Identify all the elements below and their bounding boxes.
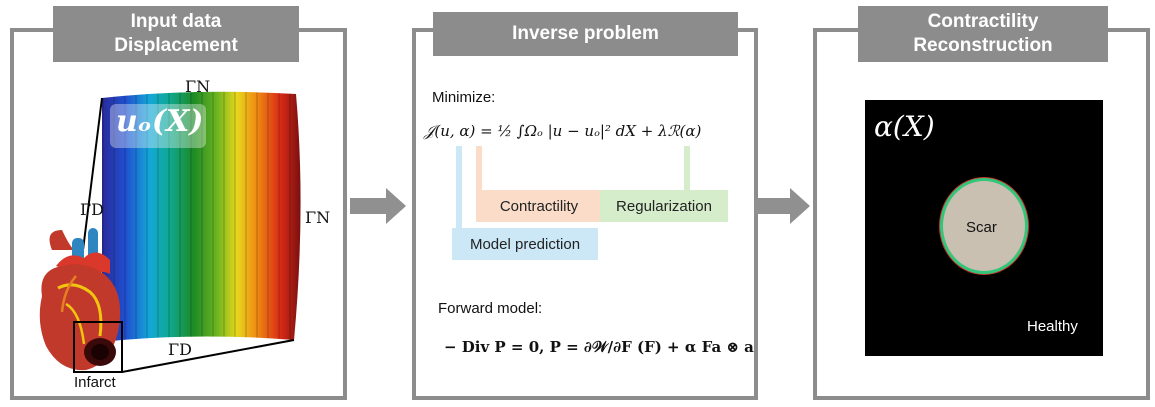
input-data-title-line2: Displacement <box>114 35 238 56</box>
reconstruction-title-line1: Contractility <box>927 11 1039 32</box>
contractility-tag: Contractility <box>476 190 602 222</box>
inverse-problem-header: Inverse problem <box>433 12 738 56</box>
connector-blue <box>456 146 462 230</box>
arrow-left-to-middle <box>350 188 406 224</box>
reconstruction-title-line2: Reconstruction <box>913 35 1053 56</box>
gamma-d-left-label: ΓD <box>80 200 104 219</box>
connector-green <box>684 146 690 190</box>
infarct-label: Infarct <box>74 374 116 391</box>
alpha-label: α(X) <box>874 110 935 143</box>
displacement-field-figure <box>39 91 301 373</box>
field-label: uₒ(X) <box>116 104 204 139</box>
gamma-n-right-label: ΓN <box>305 208 331 227</box>
connector-orange <box>476 146 482 196</box>
forward-model-label: Forward model: <box>438 300 543 317</box>
scar-label: Scar <box>966 219 997 236</box>
objective-equation: 𝒥(u, α) = ½ ∫Ωₒ |u − uₒ|² dX + λℛ(α) <box>424 122 702 140</box>
projection-line-bottom <box>121 339 295 373</box>
input-data-title-line1: Input data <box>130 11 222 32</box>
model-prediction-tag: Model prediction <box>452 228 598 260</box>
regularization-tag: Regularization <box>600 190 728 222</box>
arrow-middle-to-right <box>754 188 810 224</box>
healthy-label: Healthy <box>1027 318 1078 335</box>
heart-illustration <box>39 228 121 371</box>
minimize-label: Minimize: <box>432 89 496 106</box>
scar-region <box>940 178 1028 274</box>
forward-model-equation: − Div P = 0, P = ∂𝒲/∂F (F) + α Fa ⊗ a <box>444 338 754 356</box>
reconstruction-header: Contractility Reconstruction <box>858 6 1108 62</box>
infarct-box <box>73 321 123 373</box>
inverse-problem-title: Inverse problem <box>512 23 659 44</box>
field-label-box <box>110 104 206 148</box>
gamma-n-top-label: ΓN <box>185 77 211 96</box>
input-data-header: Input data Displacement <box>53 6 299 62</box>
gamma-d-bottom-label: ΓD <box>168 340 192 359</box>
